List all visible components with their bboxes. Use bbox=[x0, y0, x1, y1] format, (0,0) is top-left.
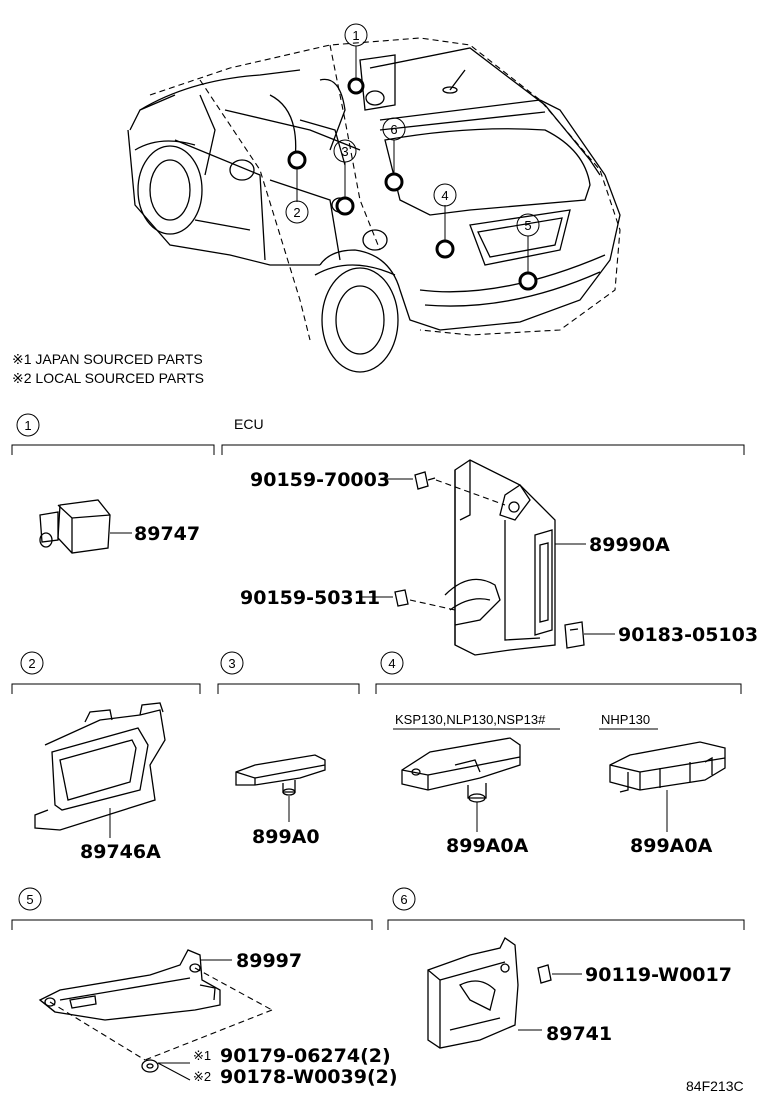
svg-text:2: 2 bbox=[28, 656, 35, 671]
section-1: 1 89747 bbox=[11, 413, 215, 554]
bolt-90119-W0017-drawing bbox=[537, 964, 582, 984]
section-2: 2 89746A bbox=[11, 651, 201, 863]
part-899A0-drawing bbox=[235, 754, 326, 822]
ecu-title: ECU bbox=[234, 416, 264, 432]
part-899A0A-nhp130: 899A0A bbox=[630, 835, 713, 857]
note-japan-sourced: ※1 JAPAN SOURCED PARTS bbox=[12, 351, 203, 367]
part-90178-W0039: 90178-W0039(2) bbox=[220, 1066, 398, 1088]
variant-ksp130: KSP130,NLP130,NSP13# bbox=[395, 712, 546, 727]
part-899A0A-a-drawing bbox=[401, 737, 521, 832]
locator-markers bbox=[287, 46, 538, 291]
part-899A0: 899A0 bbox=[252, 826, 320, 848]
part-90179-06274: 90179-06274(2) bbox=[220, 1045, 391, 1067]
callout-4: 4 bbox=[441, 188, 448, 203]
callout-2: 2 bbox=[293, 205, 300, 220]
part-89741: 89741 bbox=[546, 1023, 612, 1045]
part-90159-70003: 90159-70003 bbox=[250, 469, 390, 491]
svg-text:3: 3 bbox=[228, 656, 235, 671]
bolt-90159-50311-drawing bbox=[360, 589, 456, 611]
part-899A0A-b-drawing bbox=[609, 741, 726, 832]
part-89997: 89997 bbox=[236, 950, 302, 972]
section-6: 6 90119-W0017 89741 bbox=[387, 887, 745, 1049]
part-89746A: 89746A bbox=[80, 841, 161, 863]
section-5: 5 89997 ※1 90179-06274(2) ※2 90178-W0039… bbox=[11, 887, 398, 1088]
bolt-90159-70003-drawing bbox=[380, 471, 506, 506]
nut-90179-drawing bbox=[141, 1059, 191, 1081]
section-4: 4 KSP130,NLP130,NSP13# NHP130 899A0A bbox=[375, 651, 742, 857]
part-90183-05103: 90183-05103 bbox=[618, 624, 758, 646]
part-90119-W0017: 90119-W0017 bbox=[585, 964, 732, 986]
part-89747-drawing bbox=[39, 499, 132, 554]
part-89741-drawing bbox=[427, 937, 542, 1049]
callout-5: 5 bbox=[524, 218, 531, 233]
callout-3: 3 bbox=[341, 144, 348, 159]
part-89997-drawing bbox=[38, 949, 273, 1061]
part-89990A-drawing bbox=[444, 459, 586, 656]
car-illustration bbox=[127, 37, 621, 373]
part-89990A: 89990A bbox=[589, 534, 670, 556]
section-3: 3 899A0 bbox=[217, 651, 360, 848]
variant-nhp130: NHP130 bbox=[601, 712, 650, 727]
svg-text:6: 6 bbox=[400, 892, 407, 907]
section-ecu: ECU 90159-70003 89990A bbox=[221, 416, 758, 656]
figure-code: 84F213C bbox=[686, 1078, 744, 1094]
svg-text:1: 1 bbox=[24, 418, 31, 433]
note-local-sourced: ※2 LOCAL SOURCED PARTS bbox=[12, 370, 204, 386]
clip-90183-05103-drawing bbox=[564, 621, 615, 649]
part-899A0A-ksp130: 899A0A bbox=[446, 835, 529, 857]
svg-text:5: 5 bbox=[26, 892, 33, 907]
svg-text:4: 4 bbox=[388, 656, 395, 671]
callout-6: 6 bbox=[390, 122, 397, 137]
callout-1: 1 bbox=[352, 28, 359, 43]
part-89746A-drawing bbox=[34, 702, 166, 838]
part-89747: 89747 bbox=[134, 523, 200, 545]
part-90159-50311: 90159-50311 bbox=[240, 587, 380, 609]
car-callouts: 1 2 3 6 4 5 bbox=[285, 23, 540, 237]
mark-japan: ※1 bbox=[193, 1048, 211, 1063]
mark-local: ※2 bbox=[193, 1069, 211, 1084]
